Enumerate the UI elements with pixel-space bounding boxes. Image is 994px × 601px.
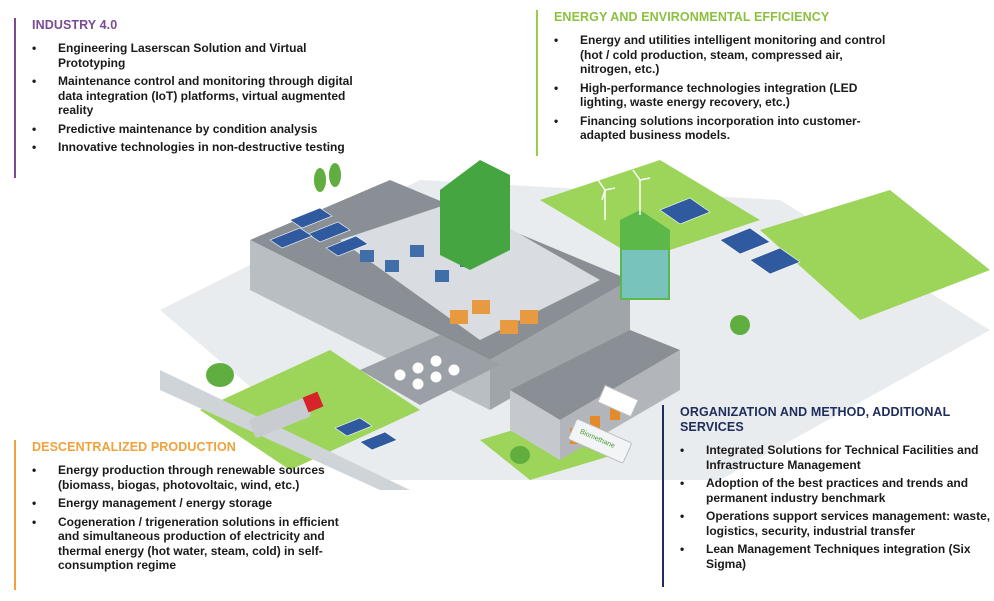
list-item: Lean Management Techniques integration (… (680, 542, 994, 571)
organization-list: Integrated Solutions for Technical Facil… (680, 443, 994, 571)
descentralized-list: Energy production through renewable sour… (32, 463, 362, 573)
list-item: Energy and utilities intelligent monitor… (554, 33, 894, 77)
energy-list: Energy and utilities intelligent monitor… (554, 33, 894, 143)
descentralized-title: DESCENTRALIZED PRODUCTION (32, 440, 236, 454)
industry-title: INDUSTRY 4.0 (32, 18, 118, 32)
organization-panel: ORGANIZATION AND METHOD, ADDITIONAL SERV… (662, 405, 994, 587)
list-item: Predictive maintenance by condition anal… (32, 122, 362, 137)
industry-panel: INDUSTRY 4.0 Engineering Laserscan Solut… (14, 18, 362, 178)
list-item: Energy management / energy storage (32, 496, 362, 511)
descentralized-panel: DESCENTRALIZED PRODUCTION Energy product… (14, 440, 362, 590)
list-item: Integrated Solutions for Technical Facil… (680, 443, 994, 472)
energy-title: ENERGY AND ENVIRONMENTAL EFFICIENCY (554, 10, 830, 24)
list-item: High-performance technologies integratio… (554, 81, 894, 110)
industry-list: Engineering Laserscan Solution and Virtu… (32, 41, 362, 155)
list-item: Energy production through renewable sour… (32, 463, 362, 492)
list-item: Financing solutions incorporation into c… (554, 114, 894, 143)
list-item: Adoption of the best practices and trend… (680, 476, 994, 505)
factory-illustration: Biomethane (160, 160, 990, 490)
list-item: Operations support services management: … (680, 509, 994, 538)
energy-panel: ENERGY AND ENVIRONMENTAL EFFICIENCY Ener… (536, 10, 894, 156)
list-item: Engineering Laserscan Solution and Virtu… (32, 41, 362, 70)
list-item: Cogeneration / trigeneration solutions i… (32, 515, 362, 573)
organization-title: ORGANIZATION AND METHOD, ADDITIONAL SERV… (680, 405, 951, 434)
list-item: Innovative technologies in non-destructi… (32, 140, 362, 155)
list-item: Maintenance control and monitoring throu… (32, 74, 362, 118)
